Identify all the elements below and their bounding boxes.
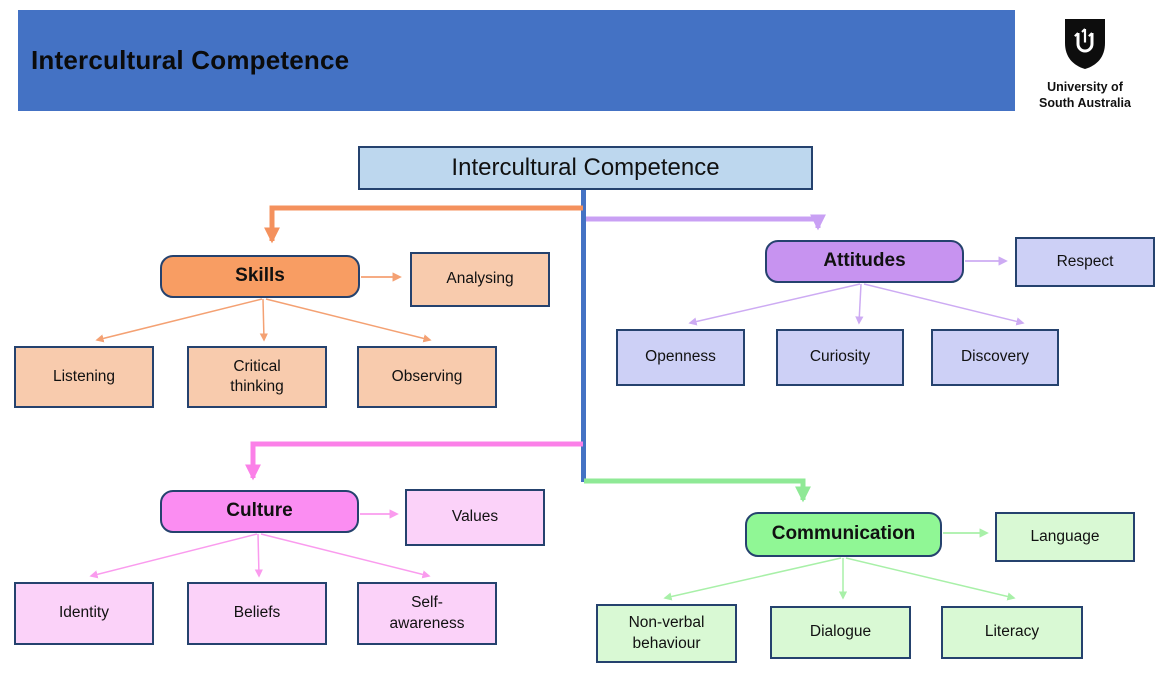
node-observing: Observing [357,346,497,408]
logo-line2: South Australia [1039,96,1131,111]
node-self-awareness: Self-awareness [357,582,497,645]
logo-text: University of South Australia [1018,79,1152,112]
node-openness: Openness [616,329,745,386]
node-values: Values [405,489,545,546]
node-listening: Listening [14,346,154,408]
unisa-logo: University of South Australia [1018,18,1152,112]
node-critical-thinking: Critical thinking [187,346,327,408]
node-culture: Culture [160,490,359,533]
node-language: Language [995,512,1135,562]
node-nonverbal-behaviour: Non-verbal behaviour [596,604,737,663]
node-communication: Communication [745,512,942,557]
node-beliefs: Beliefs [187,582,327,645]
node-discovery: Discovery [931,329,1059,386]
node-identity: Identity [14,582,154,645]
node-curiosity: Curiosity [776,329,904,386]
logo-line1: University of [1047,80,1123,94]
header-banner: Intercultural Competence [18,10,1015,111]
node-root: Intercultural Competence [358,146,813,190]
page-title: Intercultural Competence [31,45,350,75]
node-attitudes: Attitudes [765,240,964,283]
node-analysing: Analysing [410,252,550,307]
node-literacy: Literacy [941,606,1083,659]
node-skills: Skills [160,255,360,298]
shield-u-icon [1063,18,1107,75]
node-dialogue: Dialogue [770,606,911,659]
node-respect: Respect [1015,237,1155,287]
